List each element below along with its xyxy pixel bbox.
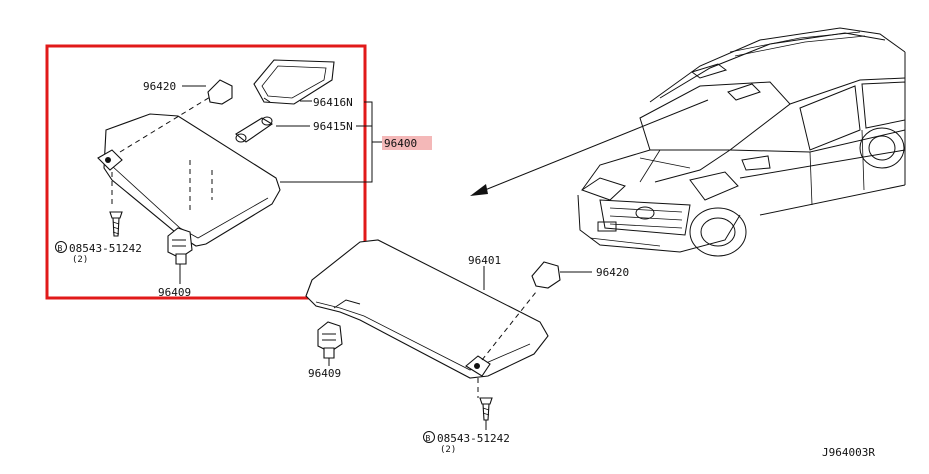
screw-right-qty: (2) — [440, 445, 456, 455]
highlight-frame — [45, 44, 367, 300]
location-arrow — [470, 99, 709, 196]
screw-left — [109, 211, 123, 237]
left-sun-visor — [97, 93, 281, 247]
screw-left-symbol: B — [58, 244, 63, 253]
callout-96401: 96401 — [468, 254, 501, 267]
visor-lamp — [235, 116, 310, 143]
callout-96409-left: 96409 — [158, 286, 191, 299]
screw-right-symbol: B — [426, 434, 431, 443]
visor-ring-clip-right — [531, 261, 592, 289]
screw-left-qty: (2) — [72, 255, 88, 265]
drawing-code: J964003R — [822, 446, 875, 459]
screw-left-callout: B 08543-51242 (2) — [55, 241, 142, 265]
callout-96415n: 96415N — [313, 120, 353, 133]
callout-96400-highlight — [382, 136, 432, 150]
visor-holder-left — [167, 227, 193, 284]
callout-96416n: 96416N — [313, 96, 353, 109]
screw-right-callout: B 08543-51242 (2) — [423, 431, 510, 455]
screw-left-part: 08543-51242 — [69, 242, 142, 255]
screw-right — [479, 397, 493, 430]
visor-ring-clip-left — [182, 79, 233, 105]
right-sun-visor — [305, 239, 549, 398]
assembly-bracket — [280, 101, 382, 183]
callout-96400: 96400 — [384, 137, 417, 150]
screw-right-part: 08543-51242 — [437, 432, 510, 445]
vehicle-illustration — [577, 27, 906, 257]
callout-96420-left: 96420 — [143, 80, 176, 93]
visor-holder-right — [317, 321, 343, 366]
callout-96409-right: 96409 — [308, 367, 341, 380]
mirror-lid — [253, 59, 335, 105]
callout-96420-right: 96420 — [596, 266, 629, 279]
